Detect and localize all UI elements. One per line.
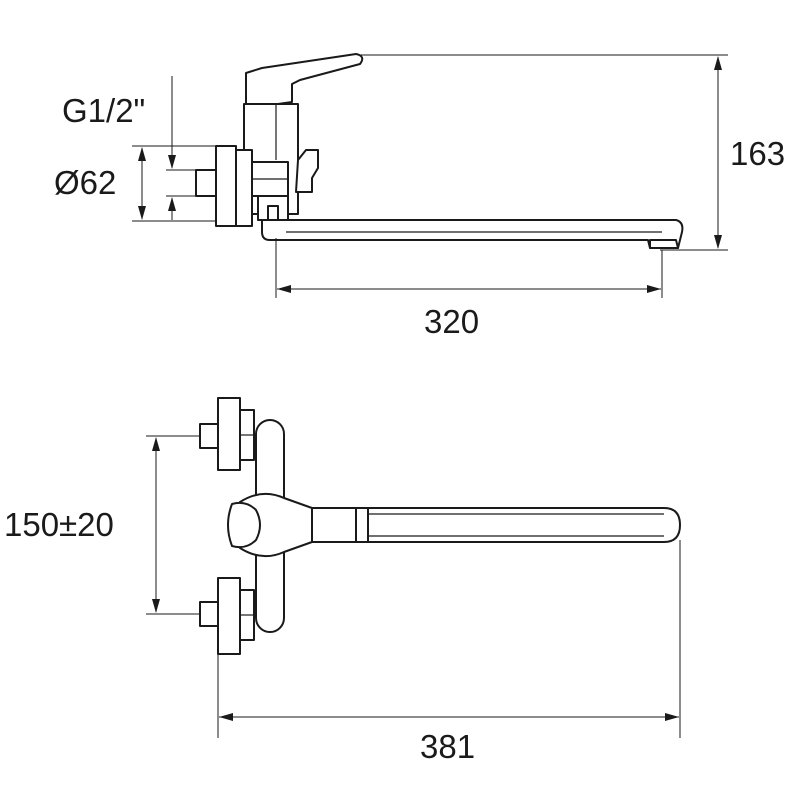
- spacing-arrow-top: [152, 437, 160, 451]
- height-arrow-bottom: [714, 235, 722, 249]
- height-arrow-top: [714, 56, 722, 70]
- length-arrow-left: [219, 713, 233, 721]
- thread-arrow-bottom: [168, 197, 176, 211]
- top-lower-flange: [217, 577, 241, 655]
- top-view: [199, 397, 681, 655]
- spacing-label: 150±20: [4, 506, 114, 543]
- spout-length-label: 320: [424, 303, 479, 340]
- total-length-label: 381: [420, 728, 475, 765]
- spout-arrow-left: [277, 285, 291, 293]
- height-label: 163: [730, 135, 785, 172]
- top-lever: [227, 501, 261, 549]
- side-eccentric-nut: [235, 149, 253, 227]
- flange-diameter-label: Ø62: [54, 164, 116, 201]
- side-diverter-knob: [295, 149, 319, 193]
- side-spout: [261, 219, 684, 249]
- side-lever-handle: [245, 53, 364, 105]
- side-wall-flange: [215, 145, 237, 227]
- thread-size-label: G1/2": [62, 92, 145, 129]
- flange-arrow-top: [138, 147, 146, 161]
- side-collar-tab: [267, 205, 279, 221]
- length-arrow-right: [665, 713, 679, 721]
- side-view-dimensions: [132, 54, 728, 298]
- spacing-arrow-bottom: [152, 599, 160, 613]
- side-connector-stub: [195, 169, 217, 197]
- side-view: [195, 53, 684, 249]
- spout-arrow-right: [647, 285, 661, 293]
- flange-arrow-bottom: [138, 206, 146, 220]
- thread-arrow-top: [168, 155, 176, 169]
- top-spout: [269, 507, 681, 543]
- side-aerator: [649, 239, 679, 249]
- top-spout-joint: [355, 507, 369, 543]
- top-view-dimensions: [146, 435, 681, 738]
- top-upper-flange: [217, 397, 241, 471]
